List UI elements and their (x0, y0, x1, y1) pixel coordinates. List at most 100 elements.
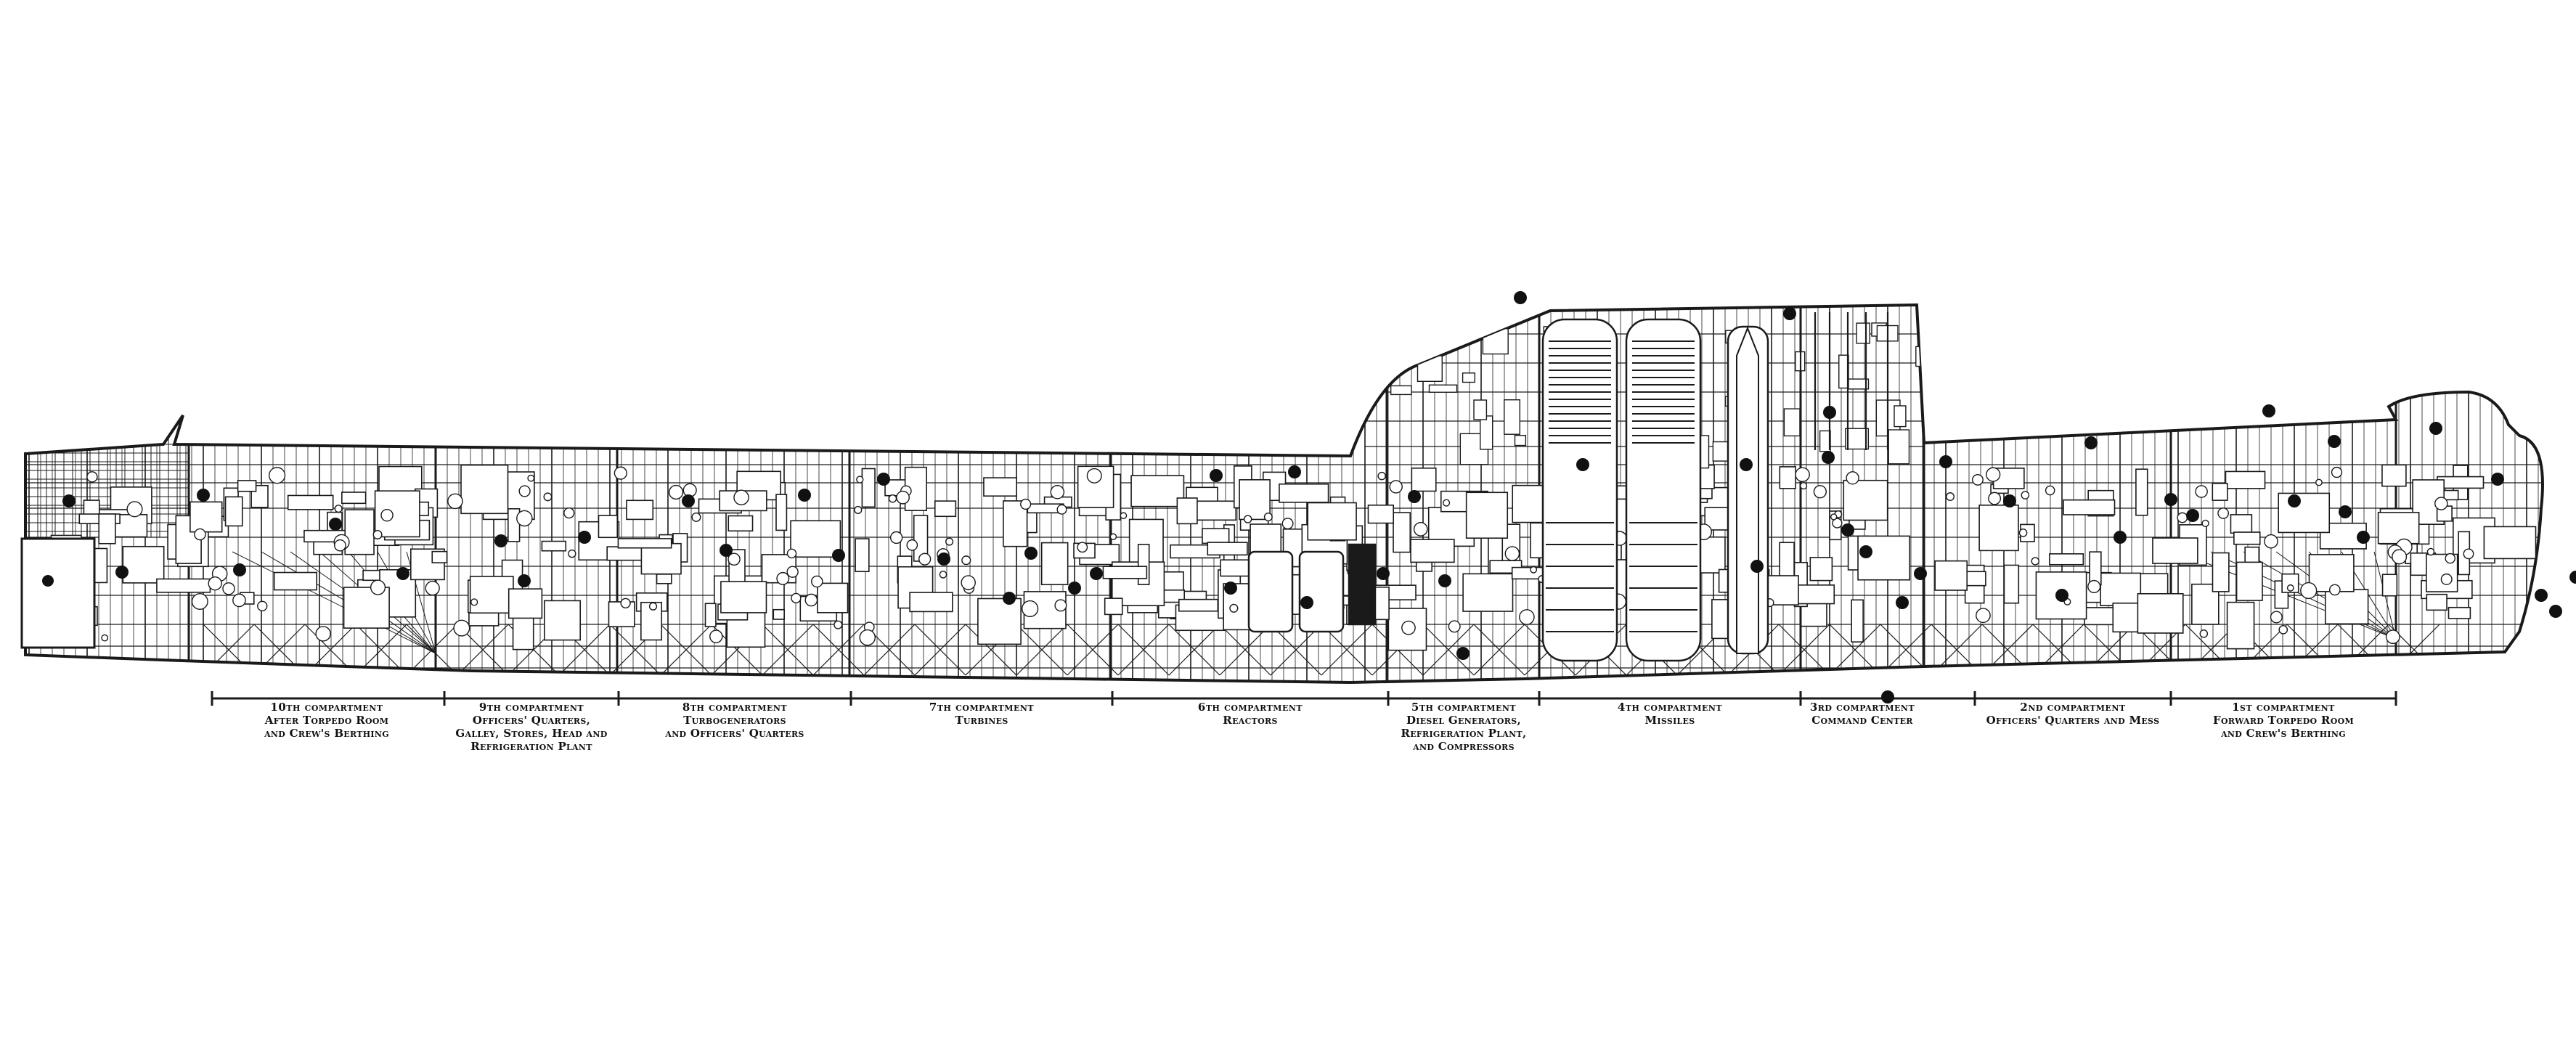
valve-circle (1504, 546, 1520, 561)
compartment-description: After Torpedo Room (264, 714, 389, 727)
valve-circle (2201, 519, 2209, 528)
valve-circle (889, 531, 903, 545)
callout-marker (2535, 589, 2548, 602)
valve-circle (380, 508, 394, 522)
machinery-box (1307, 502, 1357, 541)
callout-marker (1224, 582, 1237, 595)
compartment-title: 5th compartment (1411, 701, 1517, 714)
machinery-box (775, 494, 788, 531)
machinery-box (720, 581, 767, 613)
valve-circle (776, 571, 790, 585)
machinery-box (2483, 526, 2537, 560)
bracing-line (1270, 624, 1322, 676)
bracing-line (1117, 624, 1170, 676)
missile-silo-ribs (1546, 326, 1759, 654)
valve-circle (1281, 518, 1294, 530)
machinery-box (2381, 574, 2398, 597)
valve-circle (1054, 599, 1067, 612)
sail-machinery-box (1504, 399, 1521, 435)
forward-bracing-line (2243, 551, 2397, 640)
sail-machinery-box (1371, 357, 1396, 378)
callout-marker (1822, 451, 1835, 464)
compartment-description: and Crew's Berthing (2221, 727, 2346, 740)
compartment-description: and Compressors (1413, 740, 1515, 753)
aft-bracing-line (232, 551, 436, 654)
callout-marker (1514, 291, 1527, 304)
machinery-box (431, 550, 448, 563)
valve-circle (370, 579, 386, 595)
machinery-box (343, 587, 390, 629)
valve-circle (1401, 620, 1416, 635)
valve-circle (2426, 547, 2435, 556)
missile-silo-2 (1625, 318, 1702, 662)
machinery-box (541, 540, 567, 552)
bracing-line (1168, 624, 1220, 676)
machinery-box (855, 538, 870, 573)
valve-circle (2434, 497, 2448, 510)
valve-circle (833, 620, 843, 629)
bracing-line (1778, 624, 1830, 676)
callout-marker (2429, 422, 2442, 435)
machinery-box (2225, 470, 2266, 489)
compartment-description: Forward Torpedo Room (2213, 714, 2354, 727)
bracing-line (457, 624, 509, 676)
callout-marker (62, 494, 76, 507)
valve-circle (1086, 468, 1102, 484)
callout-marker (2339, 505, 2352, 518)
callout-marker (2328, 435, 2341, 448)
valve-circle (620, 598, 631, 608)
machinery-box (287, 494, 334, 510)
callout-marker (2055, 589, 2068, 602)
compartment-description: Refrigeration Plant (470, 740, 592, 753)
valve-circle (1813, 485, 1827, 499)
sail-machinery-box (1428, 384, 1458, 393)
valve-circle (859, 629, 876, 646)
machinery-box (1102, 566, 1148, 579)
machinery-box (2324, 589, 2369, 625)
machinery-box (1104, 598, 1123, 616)
callout-marker (2288, 494, 2301, 507)
valve-circle (786, 566, 799, 578)
valve-circle (668, 484, 684, 500)
valve-circle (2315, 478, 2323, 486)
valve-circle (811, 575, 823, 588)
machinery-box (704, 603, 717, 627)
valve-circle (1229, 603, 1239, 613)
reactor-vessel-3 (1348, 543, 1377, 626)
valve-circle (961, 555, 971, 566)
machinery-box (2100, 572, 2142, 606)
callout-marker (2491, 473, 2504, 486)
valve-circle (1986, 467, 2001, 482)
machinery-box (1779, 466, 1796, 489)
machinery-box (1387, 608, 1427, 651)
valve-circle (906, 539, 918, 551)
callout-marker (1024, 547, 1038, 560)
aft-hatch-box (20, 537, 96, 649)
callout-marker (1300, 596, 1313, 609)
valve-circle (208, 576, 222, 591)
compartment-title: 4th compartment (1617, 701, 1723, 714)
compartment-description: Turbogenerators (683, 714, 786, 727)
bracing-line (1829, 624, 1881, 676)
valve-circle (1020, 498, 1032, 510)
valve-circle (1946, 492, 1955, 502)
valve-circle (1972, 473, 1984, 486)
valve-circle (2021, 491, 2030, 499)
valve-circle (2195, 485, 2208, 498)
valve-circle (945, 537, 954, 546)
machinery-box (1176, 497, 1198, 525)
sail-machinery-box (1421, 327, 1448, 338)
machinery-box (817, 582, 849, 613)
callout-marker (2569, 571, 2576, 584)
callout-marker (1003, 592, 1016, 605)
valve-circle (1022, 600, 1039, 618)
sail-machinery-box (1514, 434, 1527, 446)
valve-circle (2177, 512, 2188, 523)
sail-machinery-box (1783, 408, 1801, 437)
valve-circle (1413, 522, 1428, 537)
valve-circle (2045, 485, 2055, 496)
machinery-box (1279, 483, 1329, 503)
machinery-box (2152, 537, 2198, 564)
